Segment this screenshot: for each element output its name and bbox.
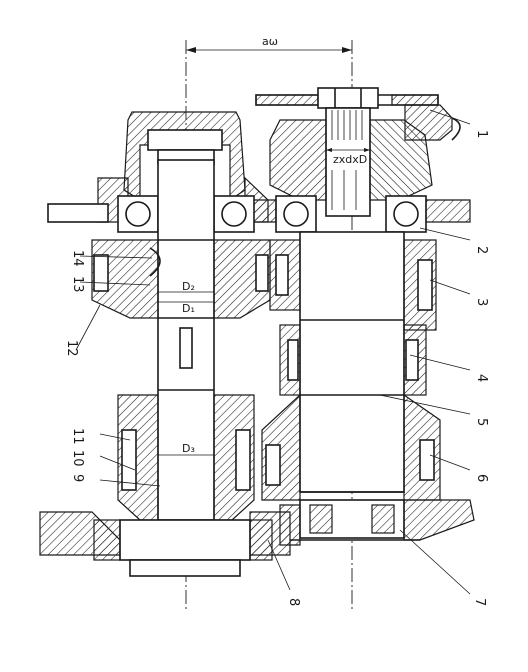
callout-2: 2 [474, 246, 489, 254]
left-middle-housing [117, 394, 255, 521]
right-gear-3 [269, 239, 437, 331]
callouts: 1 2 3 4 5 6 7 8 9 10 11 12 13 14 [64, 130, 489, 606]
callout-7: 7 [472, 598, 487, 606]
callout-14: 14 [70, 250, 85, 267]
left-bottom-base [39, 511, 291, 577]
callout-5: 5 [474, 418, 489, 426]
callout-8: 8 [286, 598, 301, 606]
left-top-bearing [117, 195, 255, 233]
callout-leaders [75, 109, 471, 595]
left-gear-12 [91, 239, 271, 319]
callout-13: 13 [70, 276, 85, 293]
callout-1: 1 [474, 130, 489, 138]
center-distance-dimension: aω [186, 35, 352, 53]
d2-label: D₂ [182, 280, 195, 293]
right-gear-4 [279, 324, 427, 396]
callout-3: 3 [474, 298, 489, 306]
splined-shaft-end: zxdxD [325, 107, 371, 217]
top-nut [317, 87, 379, 109]
callout-12: 12 [64, 340, 79, 357]
callout-10: 10 [70, 450, 85, 467]
left-shaft-body [157, 159, 215, 521]
d3-label: D₃ [182, 442, 195, 455]
callout-4: 4 [474, 374, 489, 382]
callout-11: 11 [70, 428, 85, 445]
callout-6: 6 [474, 474, 489, 482]
diameter-dimension-lower: D₃ [158, 442, 214, 456]
right-gear-6 [261, 393, 441, 501]
callout-9: 9 [70, 474, 85, 482]
diameter-dimensions-upper: D₂ D₁ [158, 280, 214, 315]
d1-label: D₁ [182, 302, 195, 315]
spline-label: zxdxD [333, 153, 367, 166]
center-distance-label: aω [262, 35, 278, 48]
right-shaft-body [299, 231, 405, 493]
right-coupling-hub [269, 119, 433, 201]
right-bottom-bearing [279, 499, 475, 546]
